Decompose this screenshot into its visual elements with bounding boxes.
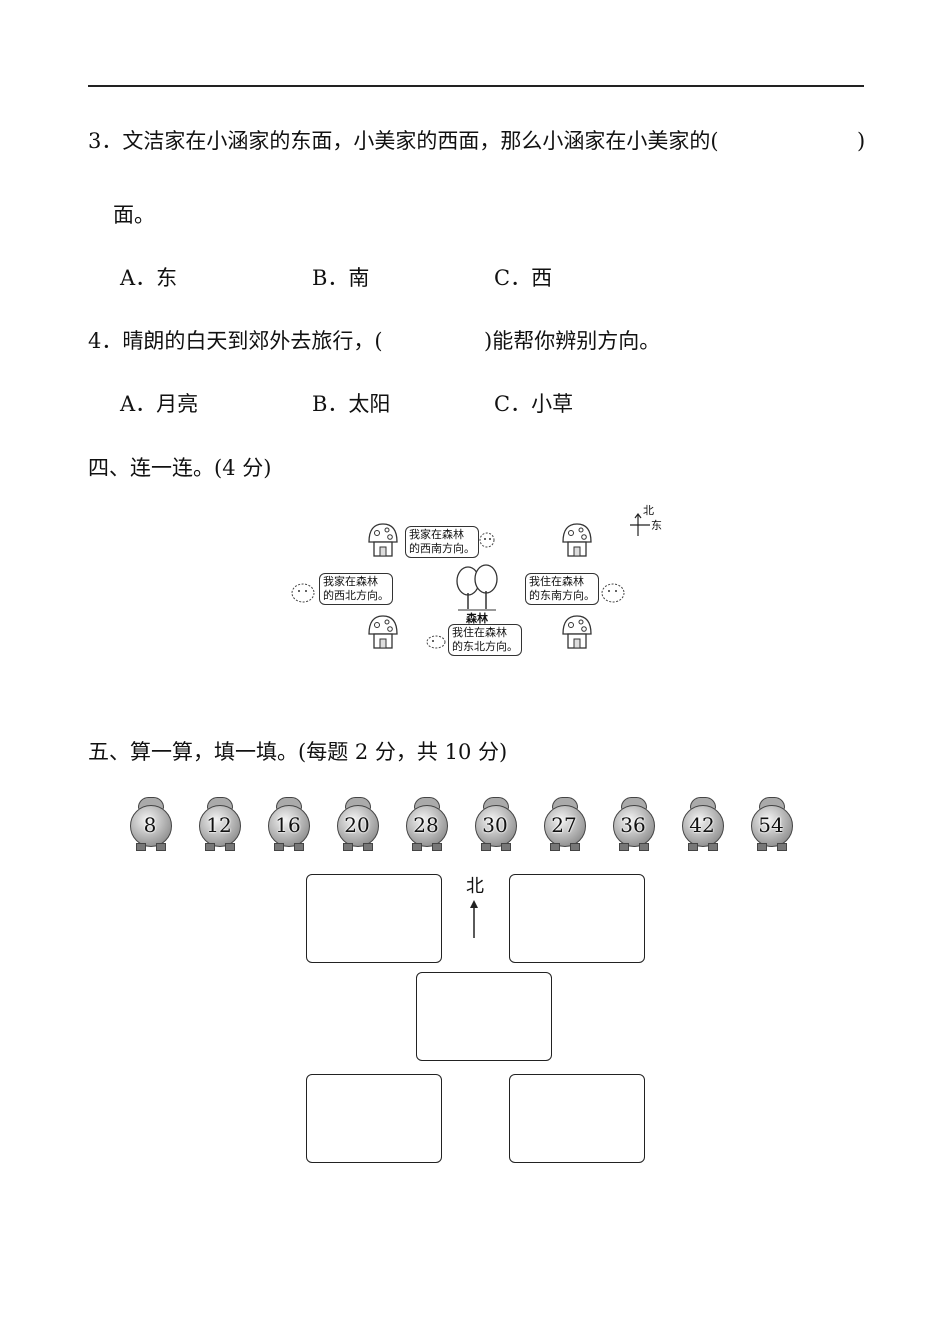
- clock-leg: [757, 843, 767, 851]
- north-arrow-icon: [470, 900, 478, 938]
- speech-bubble-southeast: 我住在森林 的东南方向。: [525, 573, 599, 605]
- bubble-line: 的东北方向。: [452, 640, 518, 653]
- answer-box-southwest[interactable]: [306, 1074, 442, 1163]
- clock-leg: [343, 843, 353, 851]
- clock-face: [130, 805, 172, 847]
- q4-option-c[interactable]: C．小草: [494, 392, 574, 416]
- house-icon: [368, 615, 398, 649]
- answer-box-center[interactable]: [416, 972, 552, 1061]
- alarm-clock[interactable]: 16: [266, 797, 310, 853]
- animal-icon: [479, 532, 495, 548]
- clock-face: [682, 805, 724, 847]
- q4-text-before: 4．晴朗的白天到郊外去旅行，(: [88, 329, 383, 353]
- clock-number: 36: [620, 813, 646, 837]
- animal-icon: [426, 635, 446, 649]
- header-rule: [88, 85, 864, 87]
- bubble-line: 我家在森林: [409, 528, 464, 541]
- clock-leg: [412, 843, 422, 851]
- q3-option-b[interactable]: B．南: [312, 266, 370, 290]
- section4-title: 四、连一连。(4 分): [88, 456, 272, 480]
- section5-title: 五、算一算，填一填。(每题 2 分，共 10 分): [88, 740, 508, 764]
- bubble-line: 我住在森林: [452, 626, 507, 639]
- clock-leg: [481, 843, 491, 851]
- q3-text-line2: 面。: [113, 203, 155, 227]
- alarm-clock[interactable]: 12: [197, 797, 241, 853]
- bubble-line: 我住在森林: [529, 575, 584, 588]
- clock-leg: [274, 843, 284, 851]
- alarm-clock[interactable]: 20: [335, 797, 379, 853]
- clock-number: 20: [344, 813, 370, 837]
- compass-north-label: 北: [643, 504, 654, 517]
- clock-number: 30: [482, 813, 508, 837]
- clock-leg: [688, 843, 698, 851]
- speech-bubble-northwest: 我家在森林 的西北方向。: [319, 573, 393, 605]
- clock-number: 42: [689, 813, 715, 837]
- clock-leg: [570, 843, 580, 851]
- clock-leg: [550, 843, 560, 851]
- q4-option-b[interactable]: B．太阳: [312, 392, 391, 416]
- animal-icon: [291, 583, 315, 603]
- clock-leg: [205, 843, 215, 851]
- q4-text-after: )能帮你辨别方向。: [484, 329, 661, 353]
- answer-box-northwest[interactable]: [306, 874, 442, 963]
- clock-number: 8: [143, 813, 157, 837]
- clock-leg: [363, 843, 373, 851]
- q4-option-a[interactable]: A．月亮: [120, 392, 199, 416]
- speech-bubble-northeast: 我住在森林 的东北方向。: [448, 624, 522, 656]
- north-label: 北: [466, 876, 484, 897]
- clock-number: 28: [413, 813, 439, 837]
- clock-face: [337, 805, 379, 847]
- alarm-clock[interactable]: 8: [128, 797, 172, 853]
- q3-option-c[interactable]: C．西: [494, 266, 553, 290]
- alarm-clock[interactable]: 28: [404, 797, 448, 853]
- alarm-clock[interactable]: 36: [611, 797, 655, 853]
- house-icon: [368, 523, 398, 557]
- alarm-clock[interactable]: 42: [680, 797, 724, 853]
- house-icon: [562, 615, 592, 649]
- clock-face: [199, 805, 241, 847]
- clock-face: [544, 805, 586, 847]
- clock-leg: [777, 843, 787, 851]
- clock-leg: [225, 843, 235, 851]
- answer-box-southeast[interactable]: [509, 1074, 645, 1163]
- bubble-line: 我家在森林: [323, 575, 378, 588]
- bubble-line: 的东南方向。: [529, 589, 595, 602]
- animal-icon: [601, 583, 625, 603]
- clock-leg: [619, 843, 629, 851]
- q3-text-line1: 3．文洁家在小涵家的东面，小美家的西面，那么小涵家在小美家的(: [88, 129, 719, 153]
- clock-face: [268, 805, 310, 847]
- q3-close-paren: ): [857, 129, 866, 153]
- bubble-line: 的西南方向。: [409, 542, 475, 555]
- answer-box-northeast[interactable]: [509, 874, 645, 963]
- clock-face: [406, 805, 448, 847]
- compass-east-label: 东: [651, 519, 662, 532]
- forest-trees-icon: [456, 564, 498, 611]
- clock-number: 12: [206, 813, 232, 837]
- clock-number: 54: [758, 813, 784, 837]
- clock-leg: [432, 843, 442, 851]
- alarm-clock[interactable]: 30: [473, 797, 517, 853]
- clock-number: 27: [551, 813, 577, 837]
- clock-leg: [136, 843, 146, 851]
- clock-leg: [708, 843, 718, 851]
- bubble-line: 的西北方向。: [323, 589, 389, 602]
- speech-bubble-southwest: 我家在森林 的西南方向。: [405, 526, 479, 558]
- clock-face: [751, 805, 793, 847]
- clock-leg: [294, 843, 304, 851]
- clock-face: [613, 805, 655, 847]
- compass-icon: [630, 513, 650, 536]
- q3-option-a[interactable]: A．东: [120, 266, 178, 290]
- clock-leg: [639, 843, 649, 851]
- house-icon: [562, 523, 592, 557]
- clock-leg: [156, 843, 166, 851]
- clock-leg: [501, 843, 511, 851]
- clock-number: 16: [275, 813, 301, 837]
- forest-label: 森林: [466, 612, 488, 625]
- alarm-clock[interactable]: 27: [542, 797, 586, 853]
- clock-face: [475, 805, 517, 847]
- alarm-clock[interactable]: 54: [749, 797, 793, 853]
